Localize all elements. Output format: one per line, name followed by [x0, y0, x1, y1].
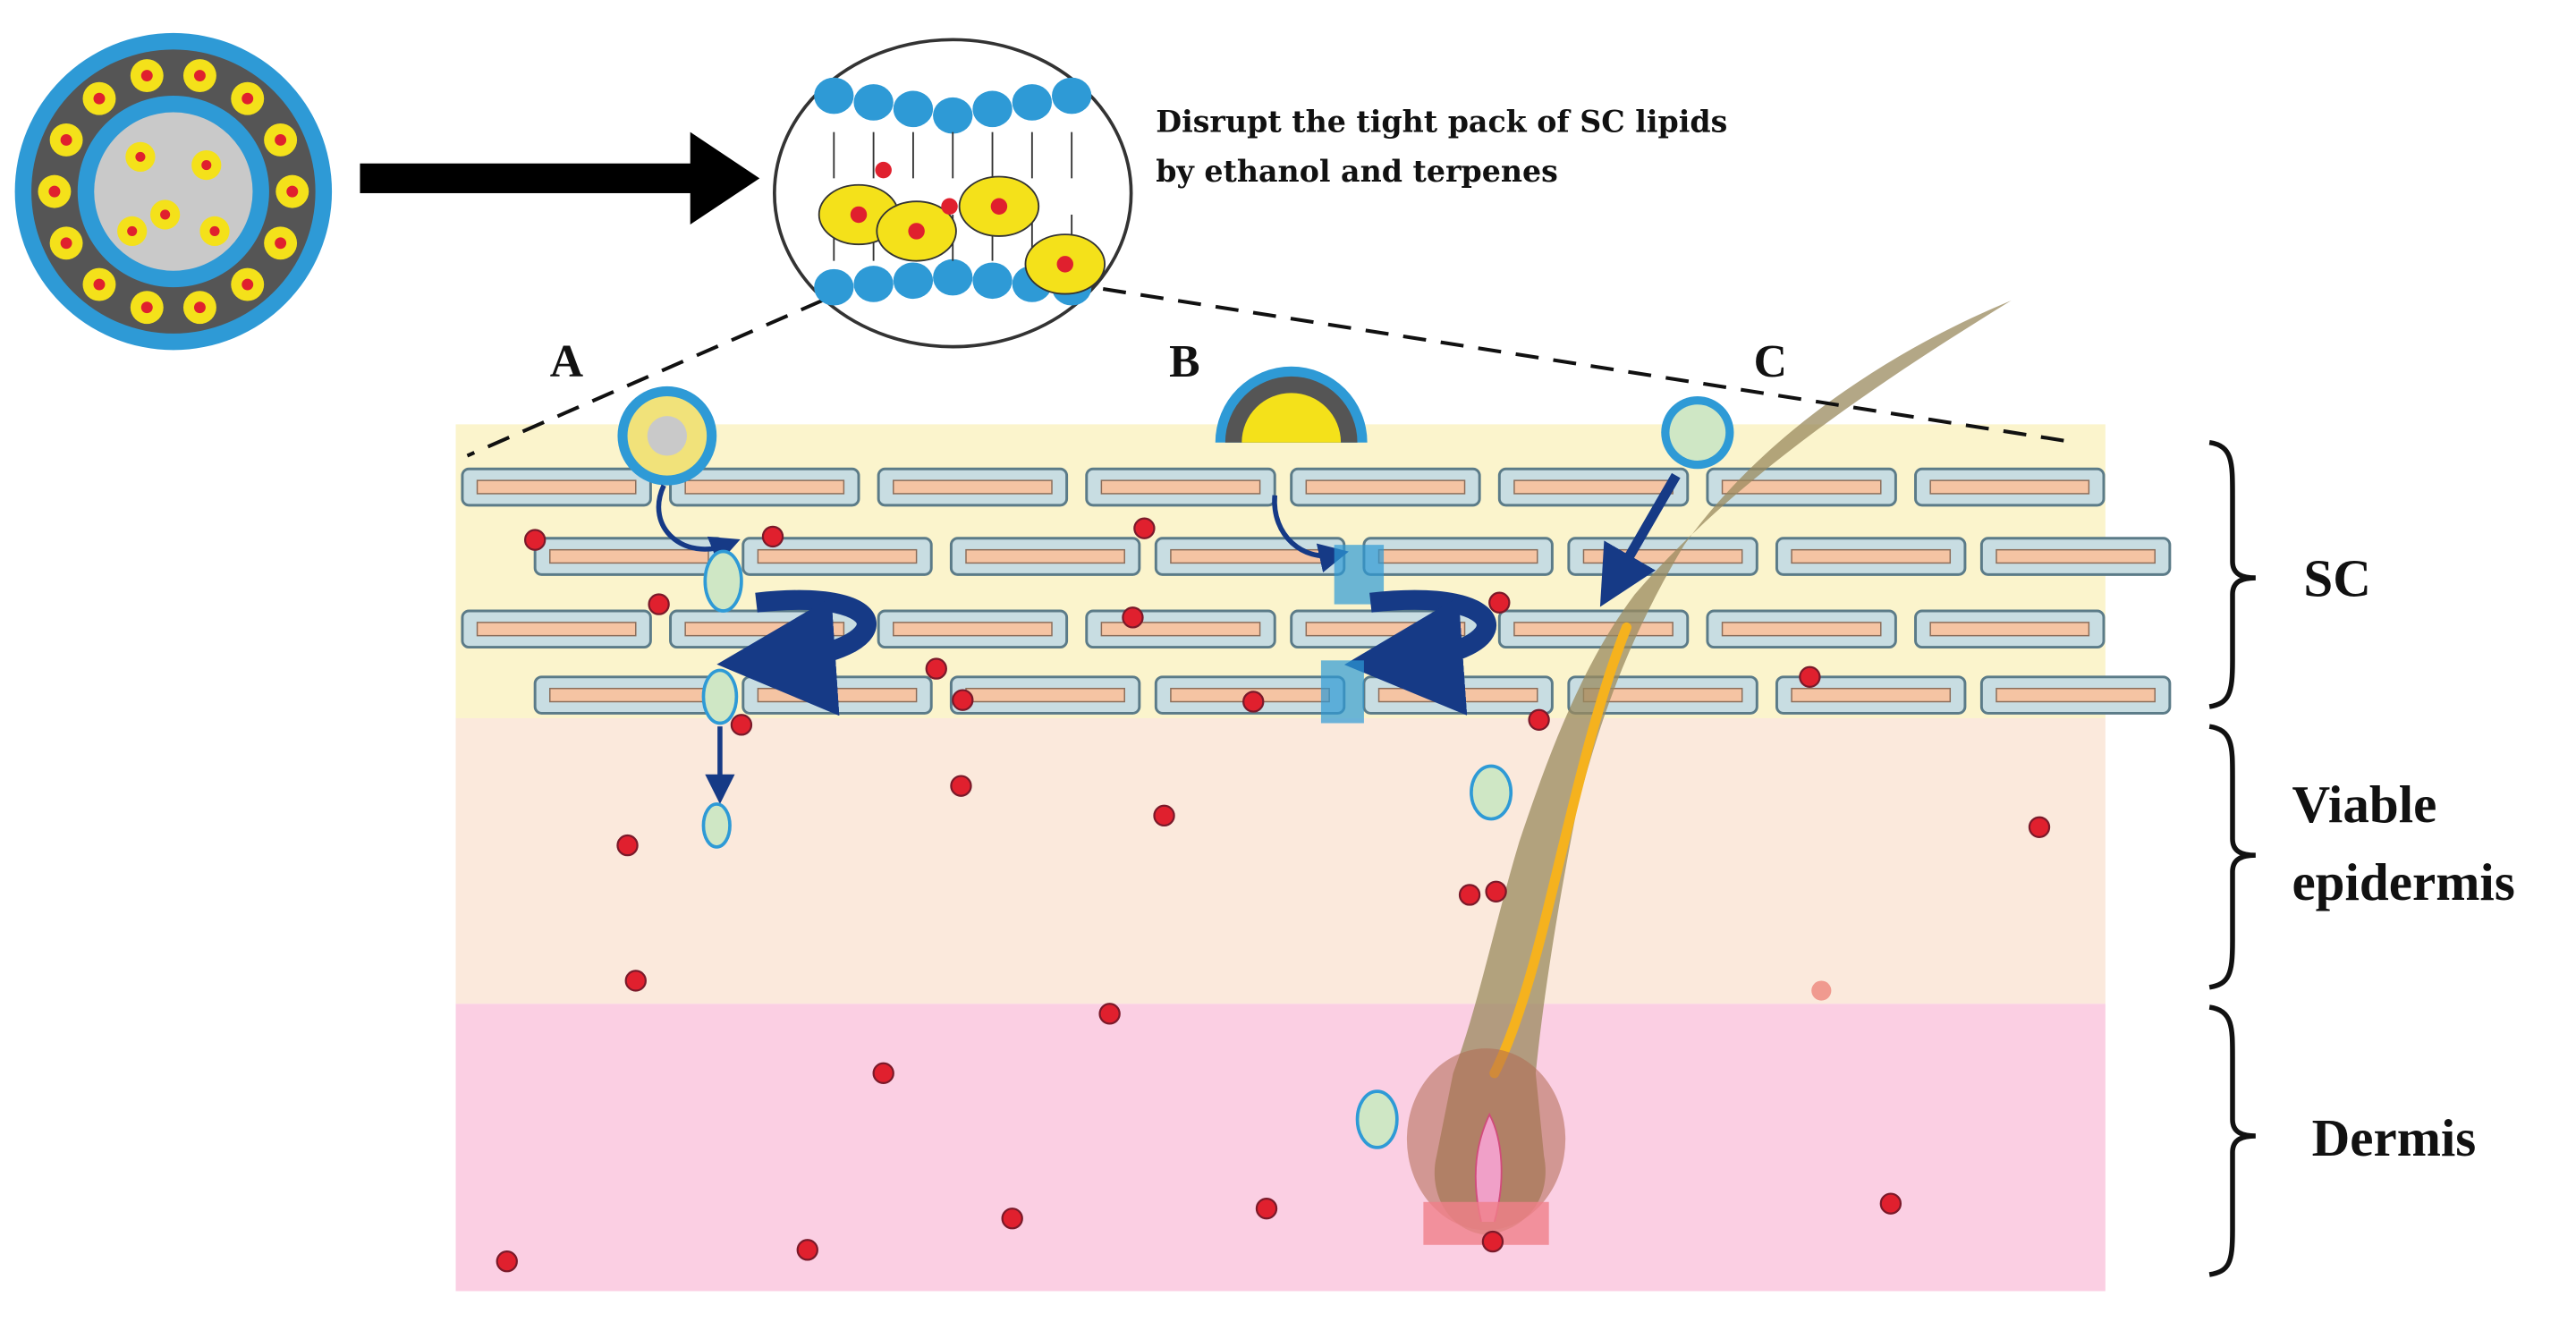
- drug-molecule-icon: [1528, 708, 1550, 731]
- corneocyte: [741, 675, 933, 715]
- corneocyte: [1914, 609, 2106, 649]
- drug-molecule-icon: [1485, 880, 1507, 903]
- drug-molecule-icon: [1153, 804, 1175, 827]
- drug-molecule-icon: [2028, 816, 2051, 838]
- viable-epidermis-layer: [455, 717, 2106, 1004]
- corneocyte: [741, 537, 933, 576]
- corneocyte: [1775, 537, 1967, 576]
- drug-molecule-icon: [1098, 1003, 1121, 1025]
- pathway-label-c: C: [1754, 336, 1787, 387]
- pathway-a: [617, 386, 877, 849]
- pathway-c: [1355, 396, 1734, 1149]
- corneocyte: [1362, 675, 1554, 715]
- caption-line-1: Disrupt the tight pack of SC lipids: [1156, 105, 1727, 140]
- drug-molecule-icon: [730, 714, 753, 736]
- drug-molecule-icon: [1799, 665, 1821, 688]
- pathway-b: [1215, 366, 1496, 724]
- corneocyte: [949, 537, 1141, 576]
- corneocyte: [1085, 609, 1276, 649]
- corneocyte: [533, 537, 725, 576]
- drug-molecule-icon: [1458, 884, 1481, 906]
- drug-molecule-icon: [1122, 606, 1144, 629]
- drug-molecule-icon: [1879, 1192, 1902, 1215]
- drug-molecule-icon: [624, 970, 647, 992]
- corneocyte: [877, 467, 1069, 507]
- drug-molecule-icon: [648, 593, 670, 615]
- drug-molecule-icon: [1001, 1208, 1023, 1230]
- drug-molecule-icon: [1481, 1230, 1504, 1253]
- drug-molecule-icon: [1811, 980, 1832, 1001]
- pathway-label-a: A: [550, 336, 583, 387]
- corneocyte: [669, 467, 860, 507]
- drug-molecule-icon: [872, 1062, 894, 1084]
- caption-line-2: by ethanol and terpenes: [1156, 154, 1558, 189]
- corneocyte: [1362, 537, 1554, 576]
- drug-molecule-icon: [1242, 691, 1265, 713]
- drug-molecule-icon: [950, 775, 972, 797]
- drug-molecule-icon: [796, 1239, 818, 1261]
- drug-molecule-icon: [1488, 591, 1511, 614]
- layer-label-viable-2: epidermis: [2292, 852, 2514, 911]
- corneocyte: [1979, 675, 2172, 715]
- corneocyte: [1775, 675, 1967, 715]
- corneocyte: [533, 675, 725, 715]
- lipid-bilayer-zoom-icon: [773, 38, 1133, 349]
- layer-label-dermis: Dermis: [2312, 1108, 2477, 1167]
- drug-molecule-icon: [925, 657, 947, 680]
- pathway-label-b: B: [1169, 336, 1199, 387]
- drug-molecules: [496, 517, 2051, 1273]
- drug-molecule-icon: [496, 1250, 518, 1273]
- corneocyte: [1914, 467, 2106, 507]
- drug-molecule-icon: [616, 834, 639, 857]
- corneocyte: [1706, 609, 1897, 649]
- dermis-layer: [455, 1004, 2106, 1292]
- layer-label-viable-1: Viable: [2292, 775, 2436, 834]
- corneocyte: [1979, 537, 2172, 576]
- corneocyte: [461, 467, 652, 507]
- corneocyte: [1290, 467, 1481, 507]
- layer-label-sc: SC: [2303, 548, 2371, 607]
- corneocyte: [1290, 609, 1481, 649]
- corneocyte: [1497, 467, 1690, 507]
- corneocyte: [949, 675, 1141, 715]
- transition-arrow: [360, 131, 760, 225]
- drug-molecule-icon: [523, 529, 547, 551]
- corneocyte: [877, 609, 1069, 649]
- hair-follicle-icon: [1406, 300, 2012, 1245]
- drug-molecule-icon: [1255, 1197, 1278, 1220]
- corneocyte: [1085, 467, 1276, 507]
- ethosome-vesicle-icon: [14, 32, 333, 351]
- layer-braces: [2208, 439, 2256, 1277]
- drug-molecule-icon: [761, 525, 784, 548]
- drug-molecule-icon: [952, 689, 974, 711]
- corneocyte: [461, 609, 652, 649]
- zoom-lines: [466, 287, 2076, 458]
- corneocyte: [1567, 675, 1758, 715]
- corneocyte: [1497, 609, 1690, 649]
- drug-molecule-icon: [1133, 517, 1156, 539]
